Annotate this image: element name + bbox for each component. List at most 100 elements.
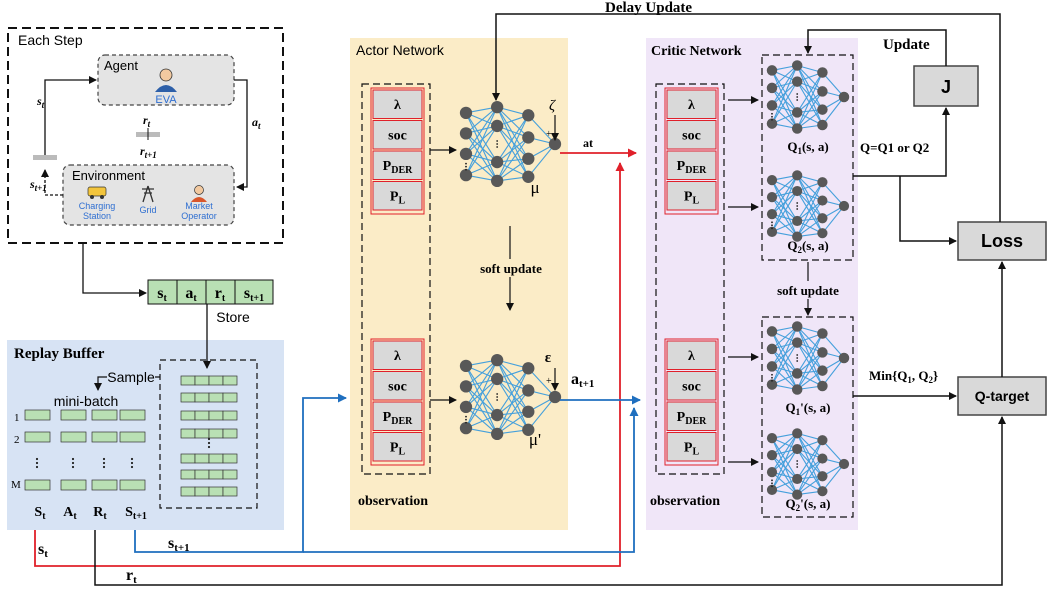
critic-q2-node bbox=[766, 192, 778, 203]
label-s-t: st bbox=[36, 94, 45, 110]
critic-q1p-edge bbox=[796, 342, 823, 387]
critic-q1-node bbox=[791, 107, 803, 118]
actor-mu-prime-edge bbox=[527, 367, 556, 398]
actor-mu-prime-ellipsis bbox=[465, 418, 467, 421]
actor-observation-label: observation bbox=[358, 494, 428, 509]
critic-obs-top-cell bbox=[666, 181, 717, 211]
actor-soft-update-bg bbox=[470, 259, 552, 277]
actor-obs-bottom-cell bbox=[372, 340, 423, 370]
actor-obs-top-cell bbox=[372, 181, 423, 211]
buffer-cell bbox=[194, 375, 210, 386]
critic-q2p-edge bbox=[771, 432, 798, 456]
actor-mu-edge bbox=[496, 106, 529, 138]
loss-label: Loss bbox=[981, 231, 1023, 251]
actor-mu-node bbox=[459, 147, 473, 160]
critic-q1p-node bbox=[791, 368, 803, 379]
actor-mu-ellipsis bbox=[465, 162, 467, 165]
delay-update-label: Delay Update bbox=[605, 0, 692, 16]
critic-q2p-edge bbox=[796, 433, 823, 459]
actor-mu-prime-edge bbox=[496, 359, 529, 391]
buffer-cell bbox=[180, 392, 196, 403]
sample-label: Sample bbox=[107, 369, 155, 385]
actor-mu-prime-node bbox=[548, 390, 562, 404]
actor-mu-ellipsis bbox=[496, 146, 499, 148]
critic-q-target-box bbox=[761, 316, 854, 518]
buffer-cell bbox=[222, 410, 238, 421]
critic-q1p-edge bbox=[796, 326, 823, 371]
st-path bbox=[34, 162, 625, 567]
actor-mu-ellipsis bbox=[465, 168, 467, 171]
actor-mu-node bbox=[459, 127, 473, 140]
actor-mu-prime-edge bbox=[465, 365, 498, 416]
actor-mu-edge bbox=[465, 132, 498, 163]
buffer-cell bbox=[208, 453, 224, 464]
actor-mu-node bbox=[459, 106, 473, 119]
buffer-cell bbox=[180, 410, 196, 421]
buffer-cell bbox=[180, 453, 196, 464]
actor-mu-edge bbox=[465, 112, 498, 182]
critic-q2p-ellipsis bbox=[771, 479, 773, 482]
critic-q1-edge bbox=[796, 65, 823, 110]
buffer-storage-box bbox=[159, 359, 258, 509]
actor-mu-edge bbox=[465, 125, 498, 176]
critic-q2-node bbox=[792, 170, 803, 181]
critic-obs-bottom-cell bbox=[666, 371, 717, 401]
minibatch-cell bbox=[60, 479, 87, 491]
critic-q1-node bbox=[766, 100, 778, 111]
zeta-label: ζ bbox=[549, 98, 556, 114]
critic-q1p-edge bbox=[796, 370, 823, 390]
minibatch-ellipsis bbox=[35, 461, 39, 465]
market-operator-icon bbox=[191, 185, 207, 202]
critic-q1-node bbox=[817, 119, 828, 131]
env-market-label-2: Operator bbox=[181, 211, 217, 221]
critic-q1-edge bbox=[796, 72, 823, 113]
q2p-label: Q2'(s, a) bbox=[786, 496, 831, 513]
critic-q1p-edge bbox=[796, 333, 823, 374]
critic-q2-edge bbox=[771, 213, 798, 238]
critic-q2p-edge bbox=[796, 433, 823, 477]
critic-q2p-edge bbox=[771, 433, 798, 491]
minibatch-ellipsis bbox=[71, 461, 75, 465]
actor-mu-prime-edge bbox=[496, 367, 529, 416]
critic-q2-edge bbox=[771, 175, 798, 233]
critic-q1-ellipsis bbox=[771, 115, 773, 118]
critic-q1p-ellipsis bbox=[796, 354, 799, 356]
critic-q2p-edge bbox=[771, 454, 798, 495]
action-arrow bbox=[234, 79, 248, 191]
buffer-cell bbox=[222, 375, 238, 386]
minibatch-cell bbox=[24, 479, 51, 491]
critic-q2-node bbox=[817, 177, 828, 188]
critic-q2-ellipsis bbox=[796, 208, 799, 210]
st1-to-critic-path bbox=[303, 407, 639, 553]
critic-q2p-edge bbox=[771, 433, 798, 473]
env-market-label-1: Market bbox=[185, 201, 213, 211]
actor-mu-prime-edge bbox=[496, 390, 529, 435]
critic-q1-node bbox=[766, 82, 778, 94]
actor-mu-edge bbox=[496, 125, 529, 178]
actor-mu-edge bbox=[496, 125, 529, 160]
label-r-t: rt bbox=[143, 113, 151, 129]
critic-q2-node bbox=[792, 231, 803, 242]
critic-q2-edge bbox=[771, 196, 798, 222]
actor-mu-prime-edge bbox=[465, 359, 498, 387]
actor-mu-prime-ellipsis bbox=[465, 421, 467, 424]
critic-q1p-edge bbox=[771, 348, 798, 374]
each-step-title: Each Step bbox=[18, 32, 83, 48]
at-label: at bbox=[583, 136, 593, 150]
actor-mu-prime-node bbox=[491, 372, 504, 386]
critic-q1p-node bbox=[817, 380, 828, 392]
critic-q2-edge bbox=[821, 181, 845, 207]
buffer-cell bbox=[194, 410, 210, 421]
critic-q1-node bbox=[791, 123, 803, 134]
charging-station-icon bbox=[87, 186, 107, 199]
minibatch-ellipsis bbox=[102, 457, 106, 461]
actor-mu-edge bbox=[496, 137, 529, 163]
critic-q1-edge bbox=[796, 91, 823, 129]
critic-q1-edge bbox=[796, 81, 823, 110]
critic-q2p-edge bbox=[771, 454, 798, 480]
bottom-st1-label: st+1 bbox=[168, 535, 190, 554]
actor-obs-bottom-item-label: soc bbox=[388, 380, 407, 395]
critic-q1p-edge bbox=[771, 326, 798, 367]
buffer-cell bbox=[208, 469, 224, 480]
